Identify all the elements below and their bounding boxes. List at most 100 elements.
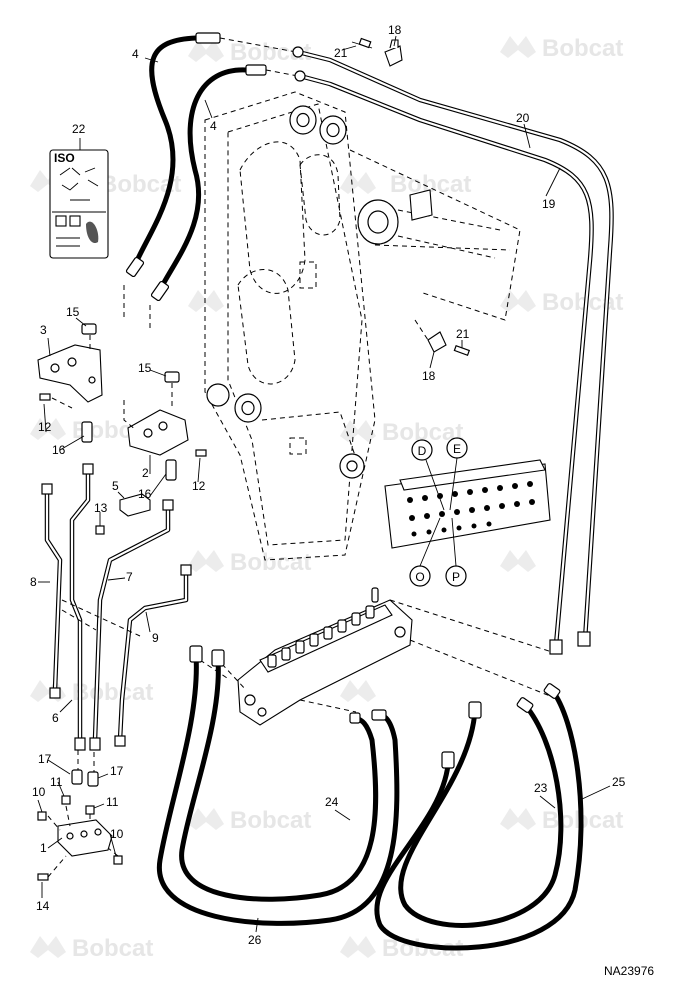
hose-fitting: [468, 701, 482, 719]
tube-end-fitting: [114, 735, 126, 747]
plug-11: [85, 805, 95, 815]
tube-end-fitting: [49, 687, 61, 699]
tube-end-fitting: [549, 639, 563, 655]
callout-leaders: [37, 35, 611, 933]
callout-18b: 18: [422, 369, 436, 383]
callout-12b: 12: [192, 479, 206, 493]
port-d-label: D: [418, 444, 427, 458]
iso-decal-22: ISO: [49, 149, 109, 259]
hose-fitting: [371, 709, 387, 721]
callout-25: 25: [612, 775, 626, 789]
callout-4: 4: [132, 47, 139, 61]
tube-end-fitting: [82, 463, 94, 475]
hose-24: [179, 657, 379, 902]
hose-26: [156, 652, 400, 926]
watermark-text: Bobcat: [230, 807, 311, 834]
callout-21b: 21: [456, 327, 470, 341]
callout-18: 18: [388, 23, 402, 37]
decal-iso-text: ISO: [54, 151, 75, 165]
plug-10: [113, 855, 123, 865]
plug-10: [37, 811, 47, 821]
bracket-3: [37, 323, 103, 443]
tube-9: [117, 567, 189, 743]
hose-4-pair: [123, 32, 299, 330]
callout-10b: 10: [110, 827, 124, 841]
block-1: [37, 750, 123, 881]
callout-26: 26: [248, 933, 262, 947]
callout-7: 7: [126, 570, 133, 584]
watermark-text: Bobcat: [230, 549, 311, 576]
adapter-16: [165, 459, 177, 481]
valve-body: [237, 599, 413, 726]
watermark-text: Bobcat: [542, 35, 623, 62]
callout-22: 22: [72, 122, 86, 136]
nut-15: [81, 323, 97, 335]
hose-25: [374, 687, 584, 951]
callout-24: 24: [325, 795, 339, 809]
bolt-21: [453, 344, 471, 356]
plug-11: [61, 795, 71, 805]
callout-14: 14: [36, 899, 50, 913]
hose-fitting: [189, 645, 203, 663]
hose-fitting: [349, 712, 361, 724]
screw-13: [95, 525, 105, 535]
tube-clamp-block: [409, 189, 433, 221]
hose-fitting: [150, 280, 170, 302]
foot-pedal-icon: [86, 221, 99, 244]
bracket-2: [123, 371, 207, 481]
callout-9: 9: [152, 631, 159, 645]
callout-17: 17: [38, 752, 52, 766]
callout-1: 1: [40, 841, 47, 855]
callout-13: 13: [94, 501, 108, 515]
bolt-12: [39, 393, 51, 401]
port-o-label: O: [415, 570, 424, 584]
watermark-text: Bobcat: [72, 935, 153, 962]
callout-15b: 15: [138, 361, 152, 375]
tube-end-fitting: [162, 499, 174, 511]
steel-tubes-19-20: [292, 46, 614, 655]
callout-12: 12: [38, 420, 52, 434]
lift-arm-outline: [204, 91, 521, 561]
hose-fitting: [516, 697, 534, 713]
valve-inset: D E O P: [384, 437, 551, 587]
hose-fitting: [543, 683, 561, 699]
main-control-valve: [199, 587, 561, 726]
nut-15: [164, 371, 180, 383]
callout-5: 5: [112, 479, 119, 493]
callout-11b: 11: [106, 795, 119, 809]
callout-20: 20: [516, 111, 530, 125]
hose-23: [398, 702, 564, 928]
callout-19: 19: [542, 197, 556, 211]
watermark-text: Bobcat: [72, 679, 153, 706]
clamp-18-bottom: [414, 319, 471, 356]
bolt-12: [195, 449, 207, 457]
bolt-21: [358, 37, 372, 49]
fitting-17: [71, 769, 83, 785]
tube-end-fitting: [74, 737, 86, 751]
left-tubes: [41, 463, 192, 751]
bolt-14: [37, 873, 49, 881]
callout-3: 3: [40, 323, 47, 337]
port-e-label: E: [453, 442, 461, 456]
callout-labels: 1 2 3 4 4 5 6 7 8 9 10 10 11 11 12 12 13…: [30, 23, 626, 947]
hose-4-left: [132, 35, 199, 268]
watermark-text: Bobcat: [542, 289, 623, 316]
tube-end-fitting: [89, 737, 101, 751]
callout-11: 11: [50, 775, 63, 789]
hose-fitting: [211, 649, 225, 667]
callout-17b: 17: [110, 764, 124, 778]
hose-fitting: [195, 32, 221, 44]
tube-nut: [294, 70, 306, 82]
hose-fitting: [245, 64, 267, 76]
callout-6: 6: [52, 711, 59, 725]
callout-2: 2: [142, 466, 149, 480]
tube-end-fitting: [41, 483, 53, 495]
port-d-marker: [411, 439, 433, 461]
hose-fitting: [125, 256, 145, 278]
callout-21: 21: [334, 46, 348, 60]
hose-4-right: [157, 67, 249, 293]
callout-4b: 4: [210, 119, 217, 133]
port-p-label: P: [452, 570, 460, 584]
callout-16: 16: [52, 443, 66, 457]
